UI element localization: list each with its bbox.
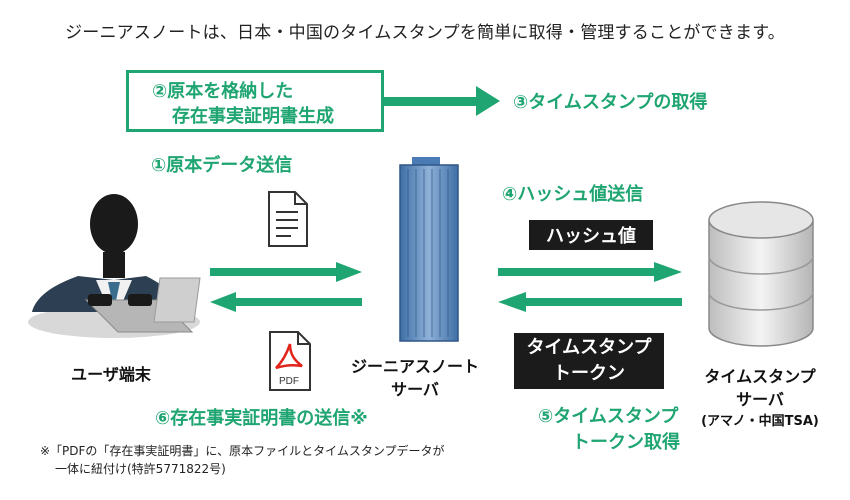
hash-box: ハッシュ値 (529, 220, 653, 250)
footnote-line2: 一体に紐付け(特許5771822号) (55, 462, 226, 476)
arrow-user-to-server-icon (210, 262, 362, 282)
server-tower-icon (399, 157, 459, 342)
server-label-line2: サーバ (391, 380, 439, 399)
hash-box-label: ハッシュ値 (546, 226, 636, 247)
step2-label-line2: 存在事実証明書生成 (172, 106, 334, 127)
document-icon (268, 191, 308, 247)
step2-box (126, 70, 384, 132)
step4-label: ④ハッシュ値送信 (502, 184, 644, 205)
person-at-laptop-icon (28, 194, 201, 338)
user-terminal-label: ユーザ端末 (71, 365, 151, 384)
pdf-label: PDF (279, 376, 299, 387)
pdf-icon: PDF (269, 331, 311, 391)
database-icon (708, 201, 814, 347)
arrow-tsa-to-server-icon (498, 292, 682, 312)
step6-label: ⑥存在事実証明書の送信※ (155, 408, 368, 429)
footnote-line1: ※「PDFの「存在事実証明書」に、原本ファイルとタイムスタンプデータが (40, 444, 445, 458)
tsa-label-line1: タイムスタンプ (704, 367, 816, 386)
intro-text: ジーニアスノートは、日本・中国のタイムスタンプを簡単に取得・管理することができま… (65, 23, 785, 43)
tsa-label-line3: (アマノ・中国TSA) (701, 414, 819, 429)
token-box: タイムスタンプ トークン (514, 333, 664, 389)
step2-label-line1: ②原本を格納した (152, 81, 294, 102)
step5-label-line2: トークン取得 (572, 432, 680, 453)
arrow-server-to-user-icon (210, 292, 362, 312)
arrow-to-step3-icon (384, 86, 500, 116)
token-box-line1: タイムスタンプ (526, 337, 652, 358)
server-label-line1: ジーニアスノート (350, 357, 479, 376)
tsa-label-line2: サーバ (736, 390, 784, 409)
arrow-server-to-tsa-icon (498, 262, 682, 282)
step3-label: ③タイムスタンプの取得 (513, 92, 708, 113)
step5-label-line1: ⑤タイムスタンプ (538, 406, 679, 427)
step1-label: ①原本データ送信 (151, 155, 293, 176)
token-box-line2: トークン (553, 363, 625, 384)
